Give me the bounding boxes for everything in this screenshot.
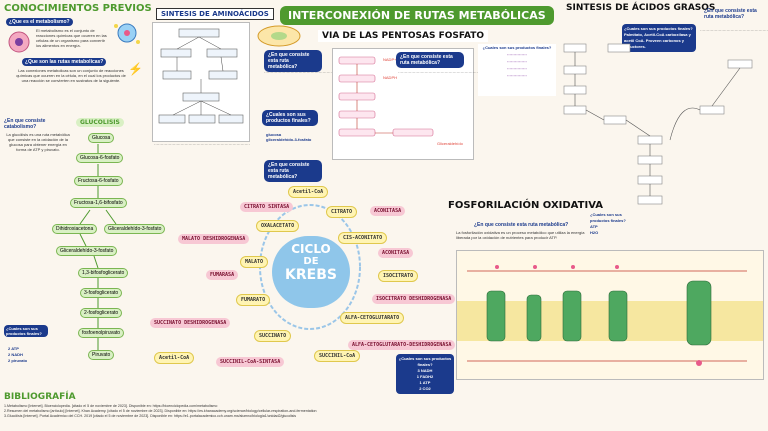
amino-text: ········································… [154,142,250,147]
krebs-succinato-dh: SUCCINATO DESHIDROGENASA [150,318,231,328]
krebs-malato-dh: MALATO DESHIDROGENASA [178,234,250,244]
pentose-products-q: ¿Cuales son sus productos finales? [262,110,318,126]
glycolysis-step: Gliceraldehído-3-fosfato [104,224,166,234]
biblio-ref: 3.Glucólisis [Internet]. Portal Académic… [4,414,297,418]
fatty-product: H2O [590,230,599,235]
fatty-q2: ¿Cuales son sus productos finales? [624,26,693,31]
fatty-products-box-2: ¿Cuales son sus productos finales? ATP H… [590,212,630,236]
left-product: 2 piruvato [8,358,28,363]
glycolysis-step: Fructosa-6-fosfato [74,176,123,186]
krebs-succinil: SUCCINIL-CoA [314,350,361,362]
pentose-q2: ¿En que consiste esta ruta metabólica? [396,52,464,68]
cell-diagram [256,24,302,48]
left-products: 2 ATP 2 NADH 2 piruvato [8,346,27,364]
biblio-ref: 1.Metabolismo [Internet]. Bioenciclopedi… [4,404,218,408]
pentose-product: glucosa [266,132,282,137]
cell-illustration [6,30,32,54]
krebs-akg: ALFA-CETOGLUTARATO [340,312,405,324]
krebs-title-1: CICLO [291,242,331,256]
left-product: 2 ATP [8,346,19,351]
glycolysis-step: Dihidroxiacetona [52,224,98,234]
glycolysis-title: GLUCOLISIS [76,118,124,127]
krebs-succinil-sintasa: SUCCINIL-CoA-SINTASA [216,357,285,367]
biblio-refs: 1.Metabolismo [Internet]. Bioenciclopedi… [4,404,524,419]
pentose-text2: ········································… [398,70,524,75]
pentose-products-box: ¿Cuales son sus productos finales? ·····… [478,44,556,96]
krebs-acetilcoa: Acetil-CoA [288,186,329,198]
fatty-title: SINTESIS DE ÁCIDOS GRASOS [566,3,716,13]
amino-title: SINTESIS DE AMINOÁCIDOS [156,8,274,20]
krebs-aconitasa-2: ACONITASA [378,248,414,258]
pentose-product: gliceraldehído-3-fosfato [266,137,312,142]
krebs-products-q: ¿Cuales son sus productos finales? [398,356,452,367]
fatty-products-box: ¿Cuales son sus productos finales? Palmi… [622,24,696,52]
fatty-q3: ¿Cuales son sus productos finales? [590,212,626,223]
pentose-products: glucosa gliceraldehído-3-fosfato [266,132,311,142]
fatty-text: ········································… [700,28,768,33]
glycolysis-arrows [79,144,117,350]
glycolysis-step: Fructosa-1,6-bifosfato [70,198,127,208]
krebs-isocitrato: ISOCITRATO [378,270,419,282]
oxphos-title: FOSFORILACIÓN OXIDATIVA [448,200,603,211]
glycolysis-step: fosfoenolpiruvato [78,328,125,338]
left-title: CONOCIMIENTOS PREVIOS [4,3,152,14]
krebs-citrato: CITRATO [326,206,358,218]
amino-diagram [152,22,250,142]
pentose-products-q3: ¿Cuales son sus productos finales? [482,45,552,50]
fatty-diagram [560,40,766,220]
left-q4: ¿Cuales son sus productos finales? [4,325,48,337]
krebs-malato: MALATO [240,256,269,268]
biblio-title: BIBLIOGRAFÍA [4,392,76,402]
svg-text:NADP+: NADP+ [383,57,397,62]
krebs-citrato-sintasa: CITRATO SINTASA [240,202,294,212]
oxphos-q: ¿En que consiste esta ruta metabólica? [474,222,569,228]
svg-text:NADPH: NADPH [383,75,397,80]
krebs-isocitrato-dh: ISOCITRATO DESHIDROGENASA [372,294,456,304]
krebs-cis-aconitato: CIS-ACONITATO [338,232,388,244]
left-product: 2 NADH [8,352,23,357]
virus-illustration [112,18,142,48]
glycolysis-step: Glucosa-6-fosfato [76,153,124,163]
pentose-text: ········································… [264,70,387,75]
krebs-center: CICLO DE KREBS [272,236,350,308]
krebs-title-2: DE [303,256,319,267]
krebs-products: ¿Cuales son sus productos finales? 3 NAD… [396,354,454,394]
left-q3: ¿En que consiste catabolismo? [4,118,46,130]
glycolysis-step: 3-fosfoglicerato [80,288,123,298]
center-title: INTERCONEXIÓN DE RUTAS METABÓLICAS [280,6,554,25]
glycolysis-step: Piruvato [88,350,115,360]
krebs-akg-dh: ALFA-CETOGLUTARATO-DESHIDROGENASA [348,340,456,350]
krebs-acetilcoa-2: Acetil-CoA [154,352,195,364]
left-q2: ¿Que son las rutas metabolicas? [22,58,107,66]
krebs-aconitasa-1: ACONITASA [370,206,406,216]
krebs-q: ¿En que consiste esta ruta metabólica? [264,160,322,182]
fatty-q1: ¿En que consiste esta ruta metabólica? [704,8,757,20]
fatty-product: ATP [590,224,598,229]
glycolysis-step: 1,3-bifosfoglicerato [78,268,129,278]
oxphos-text: La fosforilación oxidativa es un proceso… [456,230,585,240]
krebs-title-3: KREBS [285,267,337,283]
lightning-icon: ⚡ [128,62,143,76]
krebs-oxalacetato: OXALACETATO [256,220,300,232]
left-t3: La glucólisis es una ruta metabólica que… [6,132,70,152]
krebs-product: 2 CO2 [419,386,431,391]
krebs-product: 1 FADH2 [416,374,434,379]
glycolysis-step: Glucosa [88,133,115,143]
pentose-title: VIA DE LAS PENTOSAS FOSFATO [318,30,489,42]
krebs-fumarato: FUMARATO [236,294,271,306]
krebs-fumarasa: FUMARASA [206,270,239,280]
krebs-product: 3 NADH [417,368,433,373]
fatty-products: Palmitato, Acetil-CoA carboxilasa y acet… [624,32,691,49]
left-q1: ¿Que es el metabolismo? [6,18,73,26]
glycolysis-step: Gliceraldehído-3-fosfato [56,246,118,256]
oxphos-diagram [456,250,764,380]
glycolysis-step: 2-fosfoglicerato [80,308,123,318]
svg-text:Gliceraldehído: Gliceraldehído [437,141,464,146]
biblio-ref: 2.Resumen del metabolismo [artículo] [In… [4,409,317,413]
pentose-q: ¿En que consiste esta ruta metabólica? [264,50,322,72]
krebs-succinato: SUCCINATO [254,330,292,342]
left-t2: Las conexiones metabolicas son un conjun… [16,68,126,83]
left-t1: El metabolismo es el conjunto de reaccio… [36,28,107,48]
krebs-product: 1 ATP [419,380,431,385]
